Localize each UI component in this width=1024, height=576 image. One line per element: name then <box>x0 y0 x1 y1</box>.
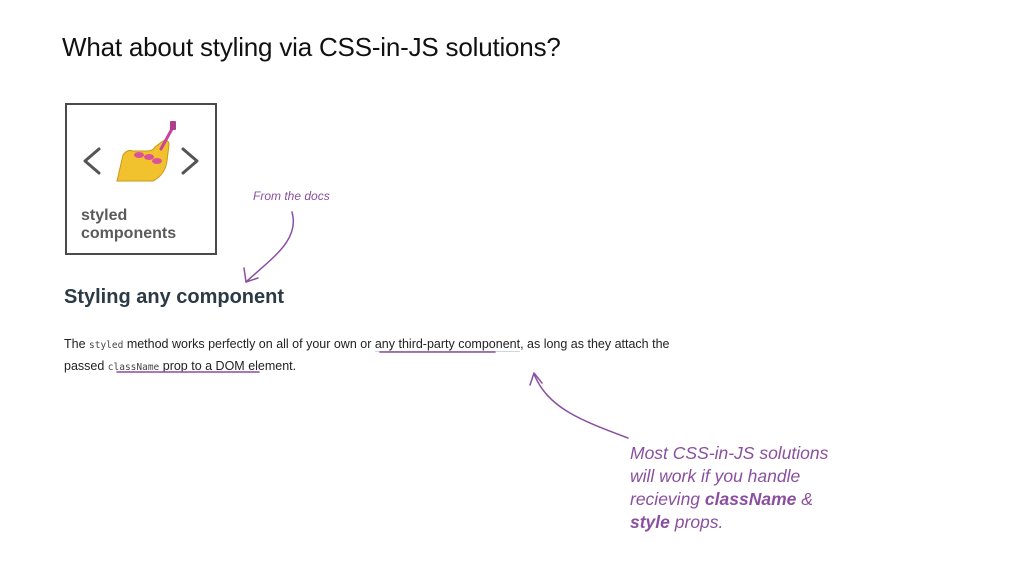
note-line-2: will work if you handle <box>630 466 801 486</box>
note-line-4: style props. <box>630 512 724 532</box>
css-in-js-note: Most CSS-in-JS solutions will work if yo… <box>630 442 828 534</box>
doc-text-3: , as long as they attach the passed <box>64 337 670 373</box>
from-docs-note: From the docs <box>253 189 330 203</box>
chevron-right-icon <box>181 147 199 175</box>
code-styled: styled <box>89 340 124 351</box>
logo-wordmark: styled components <box>81 207 176 243</box>
arrow-to-heading-head <box>243 267 259 283</box>
doc-text-1: The <box>64 337 90 351</box>
styled-components-logo: styled components <box>65 103 217 255</box>
arrow-to-paragraph <box>533 373 629 439</box>
logo-line-1: styled <box>81 207 128 224</box>
doc-heading: Styling any component <box>64 286 285 308</box>
doc-text-4: prop to a DOM element. <box>159 359 297 373</box>
slide-title: What about styling via CSS-in-JS solutio… <box>62 32 561 62</box>
logo-line-2: components <box>81 225 177 242</box>
arrow-to-heading <box>245 211 295 283</box>
code-classname: className <box>107 362 160 373</box>
nail-polish-icon <box>83 121 199 182</box>
note-line-3: recieving className & <box>630 489 813 509</box>
doc-paragraph: The styled method works perfectly on all… <box>64 334 704 378</box>
note-line-1: Most CSS-in-JS solutions <box>630 443 829 463</box>
chevron-left-icon <box>83 147 101 175</box>
third-party-component-link[interactable]: any third-party component <box>374 337 521 352</box>
doc-text-2: method works perfectly on all of your ow… <box>123 337 375 351</box>
